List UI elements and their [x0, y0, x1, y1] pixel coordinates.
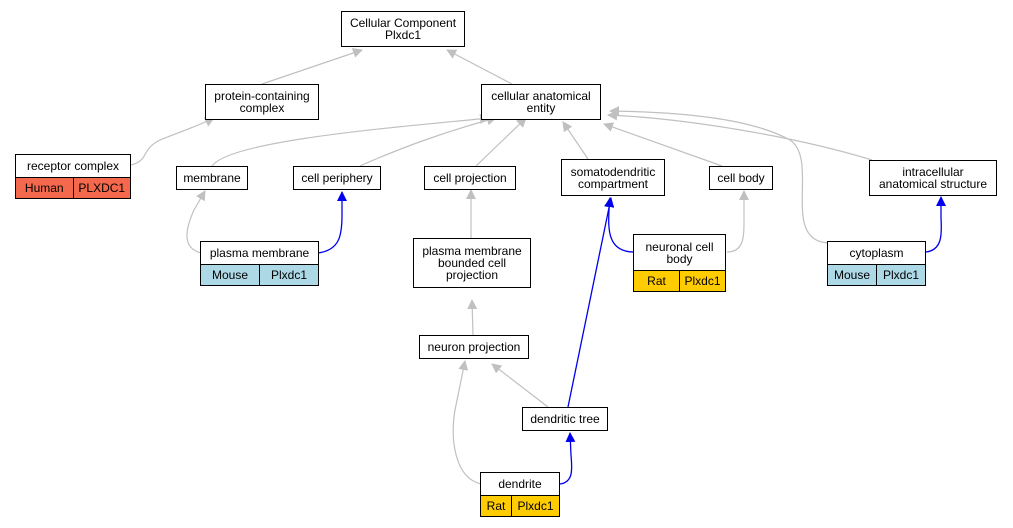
edge-cellular-entity-to-root [446, 49, 513, 85]
receptor-complex-annotation: Human PLXDC1 [16, 178, 130, 198]
receptor-complex-title: receptor complex [16, 155, 130, 178]
gene-badge-plxdc1: Plxdc1 [679, 271, 725, 291]
edge-cell-periphery-to-cellular-entity [359, 115, 497, 167]
neuronal-cell-body-annotation: Rat Plxdc1 [634, 271, 725, 291]
edge-plasma-membrane-to-cell-periphery [317, 191, 347, 254]
node-receptor-complex[interactable]: receptor complex Human PLXDC1 [15, 154, 131, 199]
cytoplasm-title: cytoplasm [828, 242, 925, 265]
node-cell-body[interactable]: cell body [709, 166, 773, 190]
node-dendrite[interactable]: dendrite Rat Plxdc1 [480, 472, 560, 517]
edge-cell-body-to-cellular-entity [603, 122, 723, 167]
node-membrane[interactable]: membrane [176, 166, 248, 190]
node-cell-periphery[interactable]: cell periphery [293, 166, 381, 190]
node-somatodendritic-compartment[interactable]: somatodendritic compartment [561, 159, 665, 196]
edge-dendritic-tree-to-neuron-projection [491, 363, 549, 408]
species-badge-rat: Rat [634, 271, 679, 291]
edge-cytoplasm-to-cellular-entity [609, 106, 829, 244]
dendrite-annotation: Rat Plxdc1 [481, 496, 559, 516]
node-dendritic-tree[interactable]: dendritic tree [522, 407, 608, 431]
edge-dendrite-to-dendritic-tree [559, 432, 576, 485]
gene-badge-plxdc1: Plxdc1 [511, 496, 559, 516]
cytoplasm-annotation: Mouse Plxdc1 [828, 265, 925, 285]
edge-intracellular-to-cellular-entity [607, 110, 873, 161]
edge-neuron-projection-to-pm-bounded [467, 299, 478, 336]
edge-dendrite-to-neuron-projection [452, 360, 482, 485]
edge-cytoplasm-to-intracellular [925, 196, 946, 253]
edge-cell-projection-to-cellular-entity [475, 117, 527, 167]
node-protein-containing-complex[interactable]: protein-containing complex [205, 84, 319, 120]
edge-somatodendritic-to-cellular-entity [562, 121, 589, 160]
edge-dendritic-tree-to-somatodendritic [567, 197, 615, 408]
species-badge-mouse: Mouse [828, 265, 876, 285]
species-badge-rat: Rat [481, 496, 511, 516]
node-intracellular-anatomical-structure[interactable]: intracellular anatomical structure [869, 160, 997, 196]
node-cellular-anatomical-entity[interactable]: cellular anatomical entity [481, 84, 601, 120]
edge-neuronal-cell-body-to-cell-body [726, 190, 749, 253]
node-cell-projection[interactable]: cell projection [424, 166, 516, 190]
node-neuron-projection[interactable]: neuron projection [419, 335, 529, 359]
plasma-membrane-annotation: Mouse Plxdc1 [201, 265, 318, 285]
node-neuronal-cell-body[interactable]: neuronal cell body Rat Plxdc1 [633, 234, 726, 292]
gene-badge-plxdc1: PLXDC1 [72, 178, 130, 198]
edge-membrane-to-cellular-entity [211, 113, 490, 167]
node-plasma-membrane-bounded-cell-projection[interactable]: plasma membrane bounded cell projection [413, 238, 531, 288]
node-root-cellular-component[interactable]: Cellular Component Plxdc1 [341, 11, 465, 47]
gene-badge-plxdc1: Plxdc1 [259, 265, 318, 285]
plasma-membrane-title: plasma membrane [201, 242, 318, 265]
species-badge-mouse: Mouse [201, 265, 259, 285]
node-cytoplasm[interactable]: cytoplasm Mouse Plxdc1 [827, 241, 926, 286]
edge-plasma-membrane-to-membrane [186, 190, 206, 254]
gene-badge-plxdc1: Plxdc1 [876, 265, 925, 285]
neuronal-cell-body-title: neuronal cell body [634, 235, 725, 271]
species-badge-human: Human [16, 178, 73, 198]
node-plasma-membrane[interactable]: plasma membrane Mouse Plxdc1 [200, 241, 319, 286]
edge-neuronal-cell-body-to-somatodendritic [604, 197, 635, 253]
edge-protein-complex-to-root [261, 48, 363, 85]
dendrite-title: dendrite [481, 473, 559, 496]
edge-receptor-complex-to-protein-complex [130, 117, 215, 166]
